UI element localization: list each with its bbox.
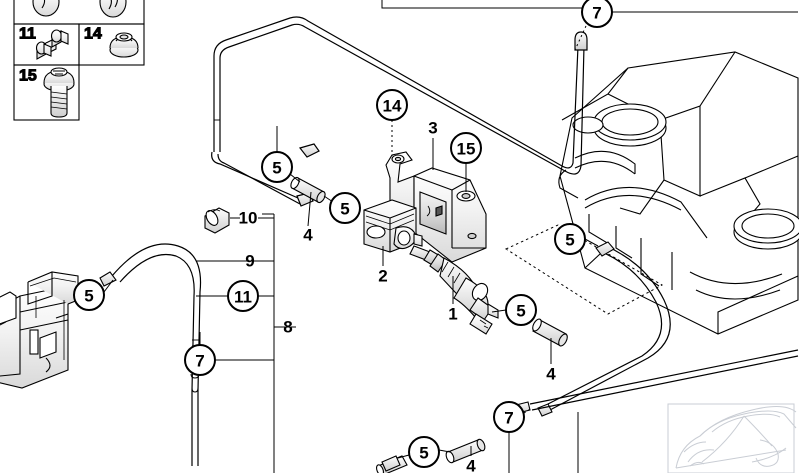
label-2: 2 [378, 267, 387, 286]
parts-legend-box: 11 14 15 [13, 0, 145, 121]
callout-5-bottom-label: 5 [419, 444, 428, 463]
rubber-grommet [204, 207, 230, 234]
callout-14-mid-label: 14 [383, 97, 402, 116]
hose-connector-sleeve-b [532, 318, 568, 347]
pipe-end-stub [381, 455, 401, 472]
callout-5-canister-label: 5 [84, 287, 93, 306]
label-10: 10 [239, 209, 258, 228]
legend-icon-row0-a [32, 0, 60, 17]
label-1: 1 [448, 305, 457, 324]
vehicle-silhouette-inset [667, 403, 797, 473]
pump-rubber-sleeve [363, 199, 423, 253]
callout-5-canister[interactable]: 5 [73, 279, 105, 311]
callout-7-column[interactable]: 7 [184, 344, 216, 376]
callout-15-mid-label: 15 [457, 140, 476, 159]
callout-7-top[interactable]: 7 [581, 0, 613, 28]
callout-5-upper-mid-label: 5 [340, 200, 349, 219]
callout-7-bottom[interactable]: 7 [493, 401, 525, 433]
label-4-b: 4 [546, 365, 556, 384]
fuel-pump [409, 245, 499, 335]
hose-connector-sleeve-a [290, 176, 326, 204]
carbon-canister [0, 271, 79, 389]
callout-5-upper-left[interactable]: 5 [261, 151, 293, 183]
hex-flange-bolt-icon [43, 67, 75, 118]
label-4-c: 4 [466, 457, 476, 473]
callout-15-mid[interactable]: 15 [450, 132, 482, 164]
flange-nut-icon [109, 32, 139, 58]
leader-lines [103, 0, 798, 473]
callout-7-column-label: 7 [195, 352, 204, 371]
callout-5-upper-mid[interactable]: 5 [329, 192, 361, 224]
label-8: 8 [283, 318, 292, 337]
label-9: 9 [245, 252, 254, 271]
legend-number-15: 15 [19, 68, 37, 85]
legend-icon-row0-b [99, 0, 127, 18]
callout-11-column[interactable]: 11 [227, 280, 259, 312]
callout-14-mid[interactable]: 14 [376, 89, 408, 121]
label-3: 3 [428, 119, 437, 138]
label-4-a: 4 [303, 226, 313, 245]
callout-5-bottom[interactable]: 5 [408, 436, 440, 468]
callout-11-column-label: 11 [234, 288, 252, 307]
fuel-tank [558, 51, 799, 335]
callout-5-tank-label: 5 [565, 231, 574, 250]
bottom-fuel-pipe [515, 349, 799, 414]
tank-outlet-hose [537, 241, 671, 417]
callout-5-tank[interactable]: 5 [554, 223, 586, 255]
canister-fuel-hose [99, 243, 202, 466]
dotted-reference-plane [504, 224, 664, 315]
legend-number-14: 14 [84, 26, 102, 43]
callout-7-bottom-label: 7 [504, 409, 513, 428]
clamp-pair-icon [35, 29, 69, 60]
legend-number-11: 11 [19, 26, 36, 43]
callout-5-pump[interactable]: 5 [505, 294, 537, 326]
callout-7-top-label: 7 [592, 4, 601, 23]
callout-5-pump-label: 5 [516, 302, 525, 321]
callout-5-upper-left-label: 5 [272, 159, 281, 178]
